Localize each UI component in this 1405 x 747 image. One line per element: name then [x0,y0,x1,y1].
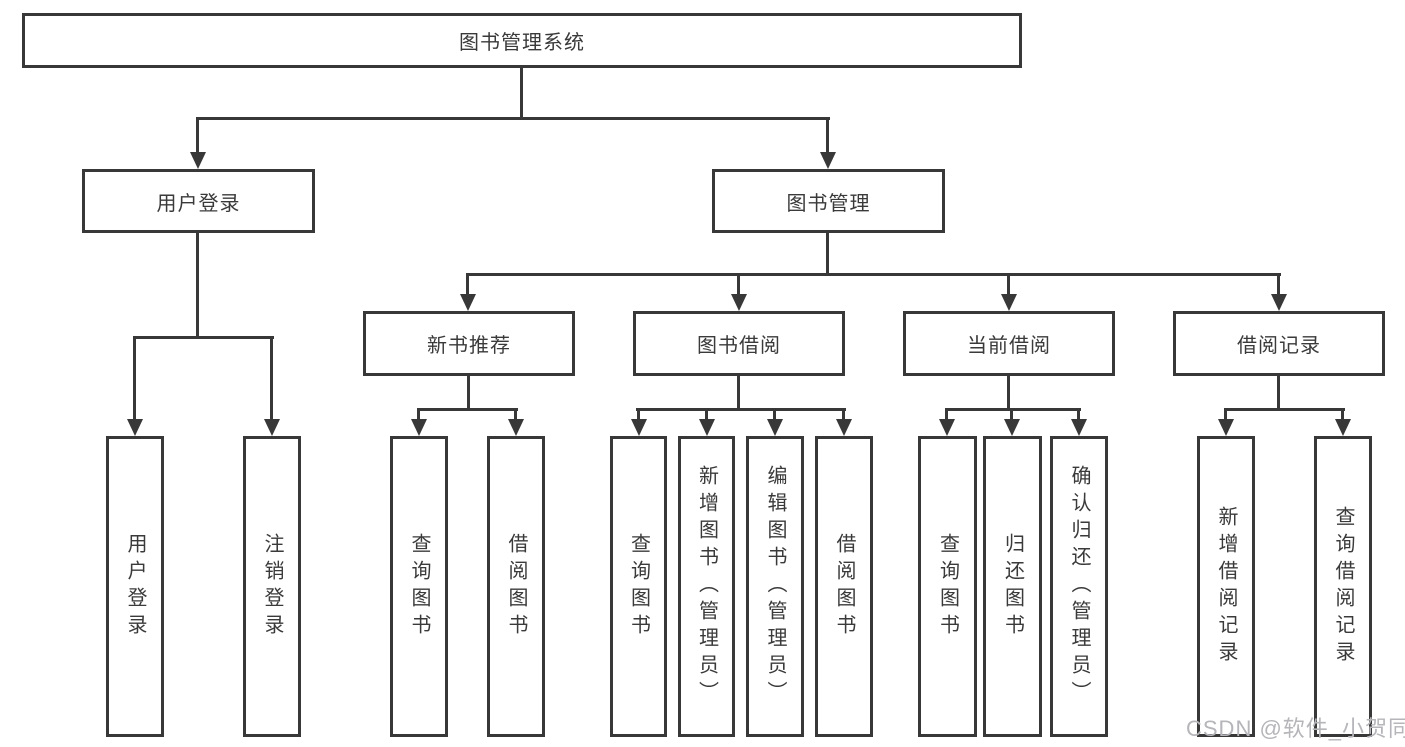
leaf-query-books: 查询图书 [390,436,448,737]
node-borrow-records-label: 借阅记录 [1237,335,1321,357]
connector-drop-leaf [773,408,776,421]
node-user-login: 用户登录 [82,169,315,233]
arrowhead-down-icon [1271,294,1287,311]
leaf-label: 查询图书 [408,532,430,641]
leaf-label: 查询借阅记录 [1332,505,1354,668]
leaf-query-books: 查询图书 [918,436,977,737]
leaf-add-books-admin: 新增图书（管理员） [678,436,735,737]
arrowhead-down-icon [508,419,524,436]
arrowhead-down-icon [731,294,747,311]
connector-new-books-stem [467,376,470,411]
connector-drop-leaf [417,408,420,421]
connector-book-borrow-stem [737,376,740,411]
connector-user-login-rail [133,336,274,339]
watermark: CSDN @软件_小贺同学 [1186,716,1405,741]
arrowhead-down-icon [820,152,836,169]
connector-root-stem [520,68,523,120]
arrowhead-down-icon [264,419,280,436]
leaf-label: 归还图书 [1001,532,1024,641]
connector-book-borrow-rail [636,408,846,411]
leaf-return-books: 归还图书 [983,436,1042,737]
leaf-label: 借阅图书 [505,532,527,641]
node-book-borrow-label: 图书借阅 [697,335,781,357]
node-root-label: 图书管理系统 [459,32,585,54]
leaf-label: 编辑图书（管理员） [764,465,786,708]
node-borrow-records: 借阅记录 [1173,311,1385,376]
connector-drop-leaf [637,408,640,421]
arrowhead-down-icon [939,419,955,436]
leaf-query-borrow-record: 查询借阅记录 [1314,436,1372,737]
connector-book-mgmt-stem [826,233,829,276]
connector-drop-leaf [270,336,273,420]
node-current-borrow-label: 当前借阅 [967,335,1051,357]
leaf-label: 确认归还（管理员） [1068,465,1090,708]
leaf-edit-books-admin: 编辑图书（管理员） [746,436,804,737]
connector-drop-new-books [466,273,469,295]
arrowhead-down-icon [836,419,852,436]
connector-current-borrow-rail [945,408,1081,411]
connector-drop-leaf [1010,408,1013,421]
connector-current-borrow-stem [1007,376,1010,411]
connector-drop-leaf [133,336,136,420]
arrowhead-down-icon [190,152,206,169]
connector-new-books-rail [417,408,518,411]
node-current-borrow: 当前借阅 [903,311,1115,376]
leaf-label: 新增图书（管理员） [695,465,718,708]
leaf-label: 注销登录 [261,532,283,641]
connector-drop-leaf [1224,408,1227,421]
connector-drop-leaf [1077,408,1080,421]
leaf-confirm-return-admin: 确认归还（管理员） [1050,436,1108,737]
arrowhead-down-icon [1004,419,1020,436]
arrowhead-down-icon [1218,419,1234,436]
arrowhead-down-icon [699,419,715,436]
connector-book-mgmt-rail [466,273,1281,276]
connector-borrow-records-rail [1224,408,1345,411]
node-book-mgmt-label: 图书管理 [786,192,871,215]
node-root: 图书管理系统 [22,13,1022,68]
connector-borrow-records-stem [1277,376,1280,411]
connector-drop-leaf [842,408,845,421]
leaf-user-login: 用户登录 [106,436,164,737]
connector-drop-user-login [196,117,199,153]
node-new-books-label: 新书推荐 [427,335,511,357]
arrowhead-down-icon [1071,419,1087,436]
connector-drop-leaf [705,408,708,421]
arrowhead-down-icon [460,294,476,311]
connector-drop-current-borrow [1007,273,1010,295]
connector-drop-book-borrow [737,273,740,295]
leaf-borrow-books: 借阅图书 [487,436,545,737]
node-user-login-label: 用户登录 [156,192,241,215]
leaf-label: 借阅图书 [833,532,855,641]
leaf-add-borrow-record: 新增借阅记录 [1197,436,1255,737]
node-book-borrow: 图书借阅 [633,311,845,376]
connector-user-login-stem [196,233,199,339]
connector-drop-book-mgmt [826,117,829,153]
leaf-label: 新增借阅记录 [1215,505,1237,668]
connector-drop-leaf [514,408,517,421]
arrowhead-down-icon [1001,294,1017,311]
arrowhead-down-icon [631,419,647,436]
connector-root-rail [196,117,830,120]
node-new-books: 新书推荐 [363,311,575,376]
leaf-label: 查询图书 [627,532,650,641]
leaf-logout: 注销登录 [243,436,301,737]
arrowhead-down-icon [127,419,143,436]
connector-drop-leaf [1341,408,1344,421]
connector-drop-leaf [945,408,948,421]
arrowhead-down-icon [1335,419,1351,436]
connector-drop-borrow-records [1277,273,1280,295]
leaf-label: 用户登录 [124,532,146,641]
leaf-borrow-books: 借阅图书 [815,436,873,737]
leaf-query-books: 查询图书 [610,436,667,737]
node-book-mgmt: 图书管理 [712,169,945,233]
leaf-label: 查询图书 [936,532,959,641]
arrowhead-down-icon [767,419,783,436]
arrowhead-down-icon [411,419,427,436]
